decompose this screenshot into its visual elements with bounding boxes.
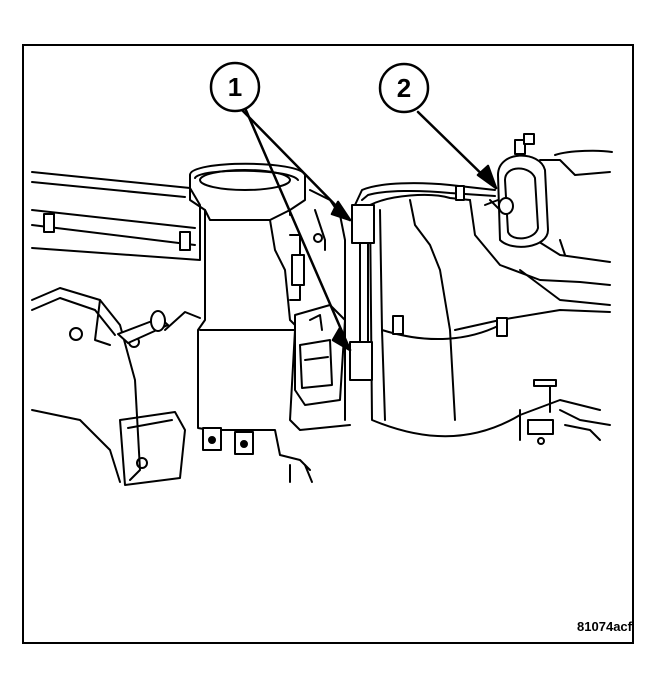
callout-2-label: 2 — [397, 73, 411, 103]
callout-1: 1 — [209, 61, 261, 113]
left-housing — [31, 171, 201, 486]
callout-1-leaders — [238, 106, 352, 352]
in-car-sensor-component — [484, 133, 549, 248]
callout-2: 2 — [378, 62, 430, 114]
figure-code: 81074acf — [577, 619, 632, 634]
right-duct-housing — [369, 149, 613, 445]
callout-1-label: 1 — [228, 72, 242, 102]
callout-2-leader — [416, 110, 498, 190]
wiring-harness — [349, 182, 496, 381]
center-blower-housing — [189, 162, 351, 483]
